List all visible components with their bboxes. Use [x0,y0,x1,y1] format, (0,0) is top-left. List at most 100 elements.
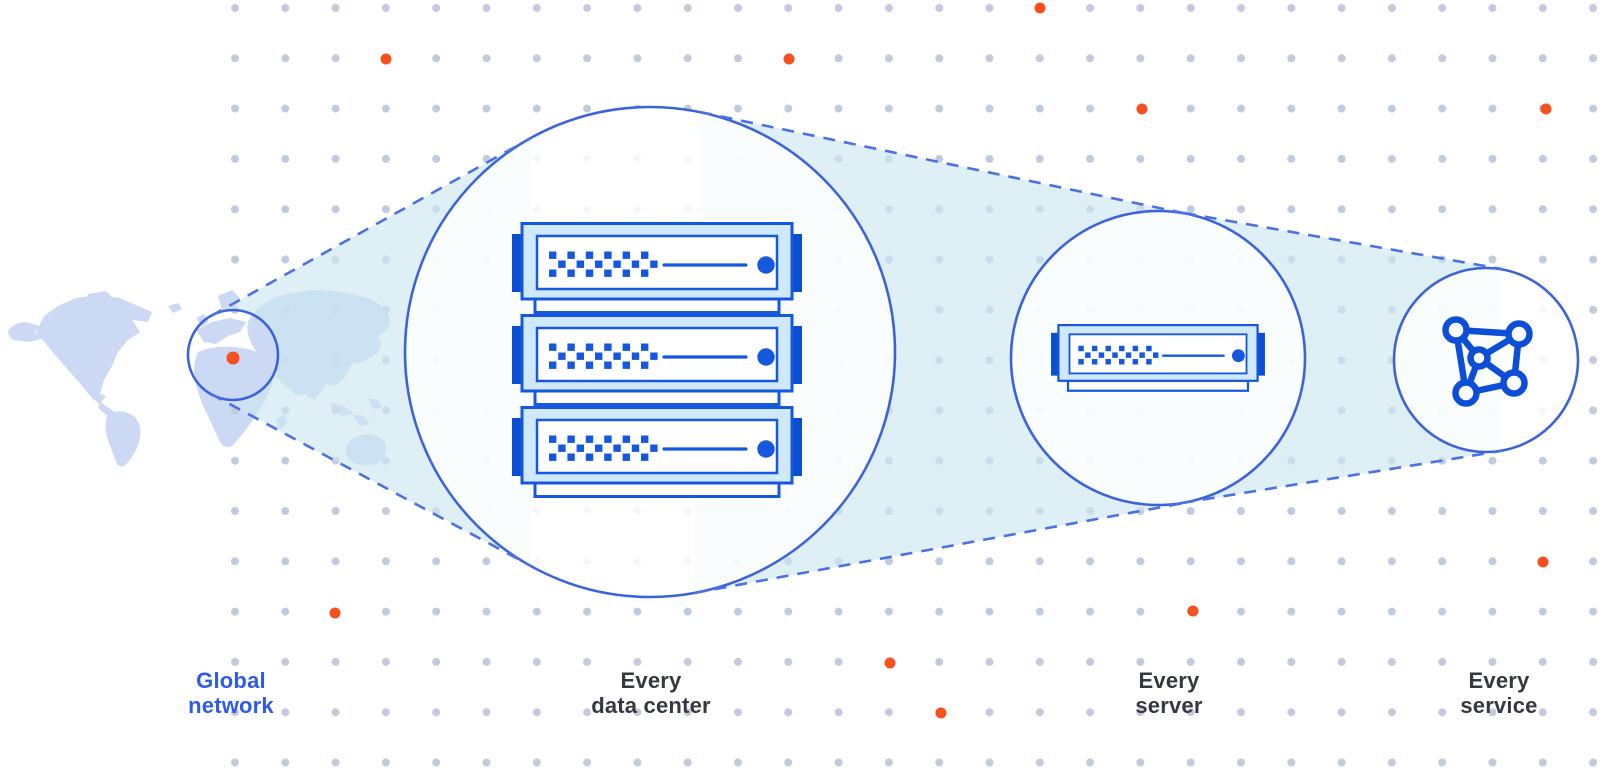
grid-dot [482,104,491,113]
grid-dot [1337,557,1346,566]
grid-dot [381,154,390,163]
grid-dot [482,607,491,616]
grid-dot [1538,54,1547,63]
grid-dot [532,657,541,666]
grid-dot [683,4,692,12]
grid-dot [1086,54,1095,63]
grid-dot [281,4,290,12]
grid-dot [1136,607,1145,616]
grid-dot [381,758,390,767]
grid-dot [1589,657,1598,666]
map-europe [196,318,246,344]
grid-dot [231,54,239,63]
grid-dot [583,607,592,616]
grid-dot [1136,154,1145,163]
grid-dot [583,708,592,717]
grid-dot [1186,205,1195,214]
grid-dot [1488,104,1497,113]
grid-dot [1086,4,1095,12]
grid-dot [935,657,944,666]
grid-dot [1337,154,1346,163]
grid-dot [1438,758,1447,767]
service-mesh-icon [1442,316,1533,407]
grid-dot [432,154,441,163]
grid-dot [231,557,239,566]
grid-dot [1186,758,1195,767]
grid-dot [1438,557,1447,566]
grid-dot [1488,657,1497,666]
grid-dot [1035,758,1044,767]
grid-dot [1035,607,1044,616]
grid-dot [935,4,944,12]
grid-dot [1589,4,1598,12]
grid-dot [231,154,239,163]
grid-dot [1287,657,1296,666]
grid-dot [633,54,642,63]
grid-dot [884,4,893,12]
grid-dot [734,708,742,717]
grid-dot [1589,557,1598,566]
grid-dot [784,657,793,666]
grid-dot [985,557,994,566]
grid-dot [1589,456,1598,465]
grid-dot [1488,4,1497,12]
grid-dot [1488,154,1497,163]
grid-dot [331,54,340,63]
grid-dot [1589,255,1598,264]
grid-dot [331,557,340,566]
grid-dot [1136,708,1145,717]
grid-dot [1237,607,1245,616]
grid-dot [231,758,239,767]
grid-dot [633,657,642,666]
grid-dot [1387,507,1396,515]
grid-dot [834,4,843,12]
grid-dot [231,657,239,666]
grid-dot [231,507,239,515]
grid-dot [1538,507,1547,515]
grid-dot [331,205,340,214]
map-alaska [8,322,44,342]
grid-dot [583,104,592,113]
grid-dot [1035,154,1044,163]
grid-dot [1287,104,1296,113]
grid-dot [1136,4,1145,12]
grid-dot [231,456,239,465]
grid-dot [482,657,491,666]
grid-dot [1237,4,1245,12]
grid-dot [381,507,390,515]
orange-dot [1187,605,1199,617]
grid-dot [1438,104,1447,113]
map-africa [194,346,273,448]
grid-dot [1186,708,1195,717]
tangent-dash [1183,211,1503,271]
grid-dot [1337,758,1346,767]
grid-dot [381,708,390,717]
grid-dot [1488,456,1497,465]
grid-dot [1337,54,1346,63]
grid-dot [331,758,340,767]
label-global-network: Global network [188,668,274,718]
grid-dot [784,708,793,717]
grid-dot [281,205,290,214]
grid-dot [482,557,491,566]
label-line: Every [1138,668,1200,693]
grid-dot [532,758,541,767]
grid-dot [1136,54,1145,63]
grid-dot [1035,54,1044,63]
label-line: service [1460,693,1538,718]
grid-dot [935,758,944,767]
grid-dot [884,758,893,767]
grid-dot [381,557,390,566]
grid-dot [381,657,390,666]
grid-dot [1589,758,1598,767]
grid-dot [1438,154,1447,163]
grid-dot [432,104,441,113]
grid-dot [1287,154,1296,163]
grid-dot [1589,54,1598,63]
grid-dot [985,708,994,717]
grid-dot [784,758,793,767]
globe-circle [186,308,280,402]
grid-dot [281,507,290,515]
grid-dot [532,4,541,12]
grid-dot [1186,557,1195,566]
